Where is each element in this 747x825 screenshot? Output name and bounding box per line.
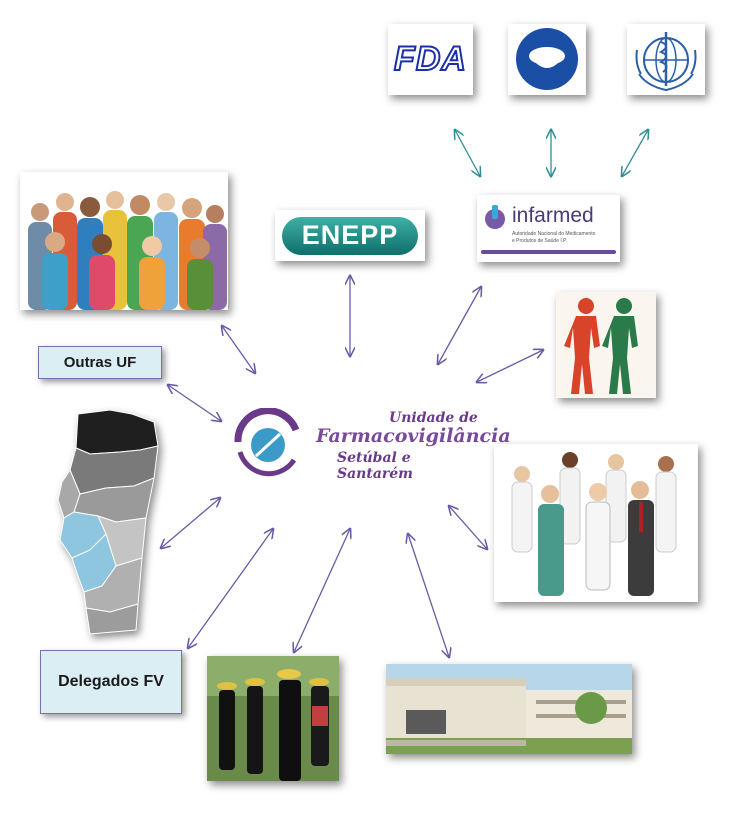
health-professionals-photo	[494, 444, 698, 602]
infarmed-subtitle-1: Autoridade Nacional do Medicamento	[512, 231, 596, 237]
arrow-outras-uf-center	[168, 385, 221, 421]
students-image	[207, 656, 339, 781]
arrow-delegados-center	[188, 529, 273, 648]
students-photo	[207, 656, 339, 781]
hospital-building-photo	[386, 664, 632, 754]
who-logo-icon	[635, 32, 697, 92]
human-bodies-icon	[556, 292, 656, 398]
arrow-doctors-center	[449, 506, 487, 549]
ema-logo-icon	[516, 28, 578, 90]
enepp-logo: ENEPP	[282, 216, 418, 255]
hospital-building-image	[386, 664, 632, 754]
human-bodies-image	[556, 292, 656, 398]
center-title-line1: Unidade de	[389, 410, 478, 426]
who-logo-card	[627, 24, 705, 95]
center-title-line2: Farmacovigilância	[316, 425, 511, 447]
people-crowd-image	[20, 172, 228, 310]
arrow-students-center	[294, 529, 350, 652]
portugal-map-image	[57, 409, 159, 635]
arrow-fda-infarmed	[455, 130, 480, 176]
portugal-map	[50, 408, 160, 636]
arrow-infarmed-center	[438, 287, 481, 364]
infarmed-subtitle-2: e Produtos de Saúde I.P.	[512, 238, 568, 244]
enepp-logo-card: ENEPP	[275, 210, 425, 261]
arrow-who-infarmed	[622, 130, 648, 176]
infarmed-underline	[481, 250, 616, 254]
arrow-building-center	[408, 534, 449, 657]
enepp-logo-text: ENEPP	[301, 220, 399, 250]
center-title-line3: Setúbal e Santarém	[337, 450, 413, 482]
infarmed-icon	[485, 205, 505, 229]
delegados-fv-label: Delegados FV	[40, 650, 182, 714]
infarmed-logo-card: infarmed Autoridade Nacional do Medicame…	[477, 195, 620, 262]
fda-logo-card: FDA	[388, 24, 473, 95]
farmacovigilancia-logo-icon	[234, 408, 300, 477]
fda-logo-text: FDA	[393, 39, 467, 79]
outras-uf-label: Outras UF	[38, 346, 162, 379]
center-logo: Unidade de Farmacovigilância Setúbal e S…	[228, 408, 511, 482]
delegados-fv-text: Delegados FV	[58, 673, 164, 690]
health-professionals-image	[494, 444, 698, 602]
arrow-map-center	[161, 498, 220, 548]
outras-uf-text: Outras UF	[63, 354, 137, 371]
people-photo	[20, 172, 228, 310]
arrow-bodies-center	[477, 350, 543, 382]
arrow-people-center	[222, 326, 255, 373]
infarmed-logo-text: infarmed	[512, 204, 594, 227]
ema-logo-card	[508, 24, 586, 95]
